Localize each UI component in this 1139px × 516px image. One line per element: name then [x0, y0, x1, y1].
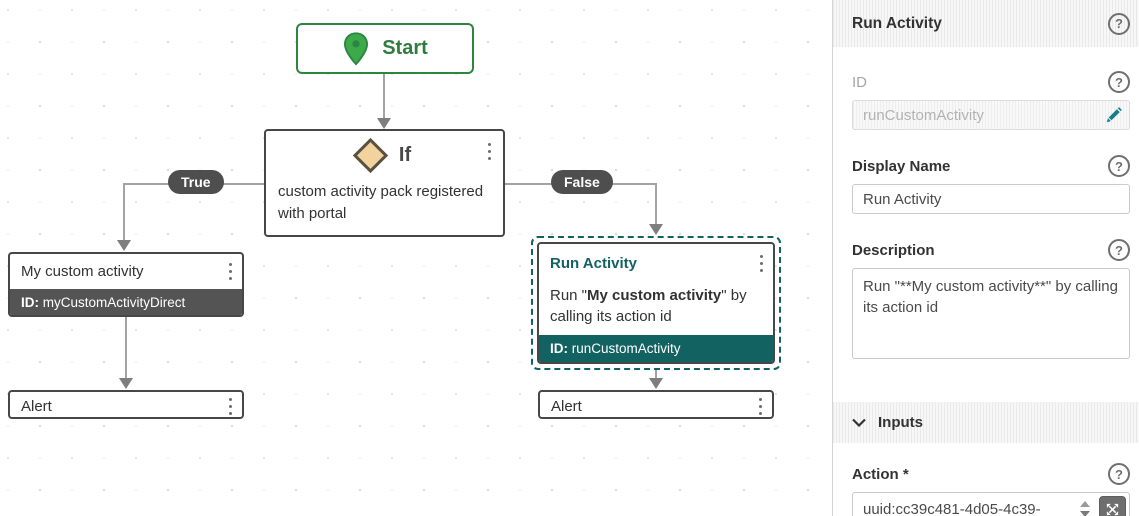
edge-start-to-if	[383, 74, 385, 120]
panel-title: Run Activity	[852, 14, 942, 32]
panel-header: Run Activity ?	[833, 0, 1139, 47]
action-input[interactable]	[852, 492, 1130, 516]
selection-outline: Run Activity Run "My custom activity" by…	[531, 236, 781, 370]
description-textarea[interactable]: Run "**My custom activity**" by calling …	[852, 268, 1130, 359]
edit-pencil-icon[interactable]	[1105, 106, 1123, 124]
inputs-section-header[interactable]: Inputs	[833, 402, 1139, 443]
edge-run-to-alert	[655, 370, 657, 379]
action-label: Action *	[852, 465, 909, 483]
arrowhead-start-to-if	[377, 118, 391, 129]
edge-mca-to-alert	[125, 317, 127, 379]
properties-panel: Run Activity ? ID ? Display Name ?	[832, 0, 1139, 516]
help-icon[interactable]: ?	[1108, 155, 1130, 177]
kebab-menu-icon[interactable]	[755, 394, 766, 417]
my-custom-activity-node[interactable]: My custom activity ID: myCustomActivityD…	[8, 252, 244, 317]
run-activity-id-bar: ID: runCustomActivity	[539, 335, 773, 362]
run-activity-title: Run Activity	[550, 255, 637, 272]
edge-if-false-vertical	[655, 183, 657, 226]
decision-diamond-icon	[352, 137, 389, 174]
flow-canvas[interactable]: True False Start If custom activity pack…	[0, 0, 832, 516]
edge-if-true-vertical	[123, 183, 125, 242]
arrowhead-mca-to-alert	[119, 378, 133, 389]
display-name-label: Display Name	[852, 157, 951, 175]
if-node-header: If	[266, 131, 503, 174]
alert-node-right[interactable]: Alert	[538, 390, 774, 419]
if-node[interactable]: If custom activity pack registered with …	[264, 129, 505, 237]
help-icon[interactable]: ?	[1108, 463, 1130, 485]
arrowhead-false-branch	[649, 224, 663, 235]
kebab-menu-icon[interactable]	[225, 394, 236, 417]
help-icon[interactable]: ?	[1108, 12, 1130, 35]
number-stepper[interactable]	[1078, 497, 1092, 516]
kebab-menu-icon[interactable]	[756, 251, 767, 276]
id-field-input[interactable]	[852, 100, 1130, 130]
chevron-down-icon	[852, 418, 866, 427]
arrowhead-run-to-alert	[649, 378, 663, 389]
branch-label-true: True	[168, 170, 224, 194]
id-label: ID:	[21, 295, 39, 310]
id-label: ID:	[550, 341, 568, 356]
run-activity-description: Run "My custom activity" by calling its …	[550, 287, 747, 325]
expand-value-icon[interactable]	[1099, 496, 1126, 516]
if-node-description: custom activity pack registered with por…	[278, 183, 484, 222]
arrowhead-true-branch	[117, 240, 131, 251]
display-name-input[interactable]	[852, 184, 1130, 214]
id-field-label: ID	[852, 73, 867, 91]
run-activity-node[interactable]: Run Activity Run "My custom activity" by…	[537, 242, 775, 364]
help-icon[interactable]: ?	[1108, 71, 1130, 93]
branch-label-false: False	[551, 170, 613, 194]
alert-node-left[interactable]: Alert	[8, 390, 244, 419]
id-value: myCustomActivityDirect	[42, 295, 186, 310]
start-node[interactable]: Start	[296, 23, 474, 74]
my-custom-activity-title: My custom activity	[21, 263, 144, 280]
kebab-menu-icon[interactable]	[225, 259, 236, 284]
help-icon[interactable]: ?	[1108, 239, 1130, 261]
if-node-title: If	[398, 144, 412, 166]
inputs-section-title: Inputs	[878, 414, 923, 431]
my-custom-activity-id-bar: ID: myCustomActivityDirect	[10, 289, 242, 315]
kebab-menu-icon[interactable]	[484, 139, 495, 164]
alert-node-title: Alert	[551, 398, 582, 415]
start-node-label: Start	[382, 37, 428, 59]
id-value: runCustomActivity	[571, 341, 681, 356]
description-label: Description	[852, 241, 935, 259]
map-pin-icon	[342, 31, 370, 67]
alert-node-title: Alert	[21, 398, 52, 415]
